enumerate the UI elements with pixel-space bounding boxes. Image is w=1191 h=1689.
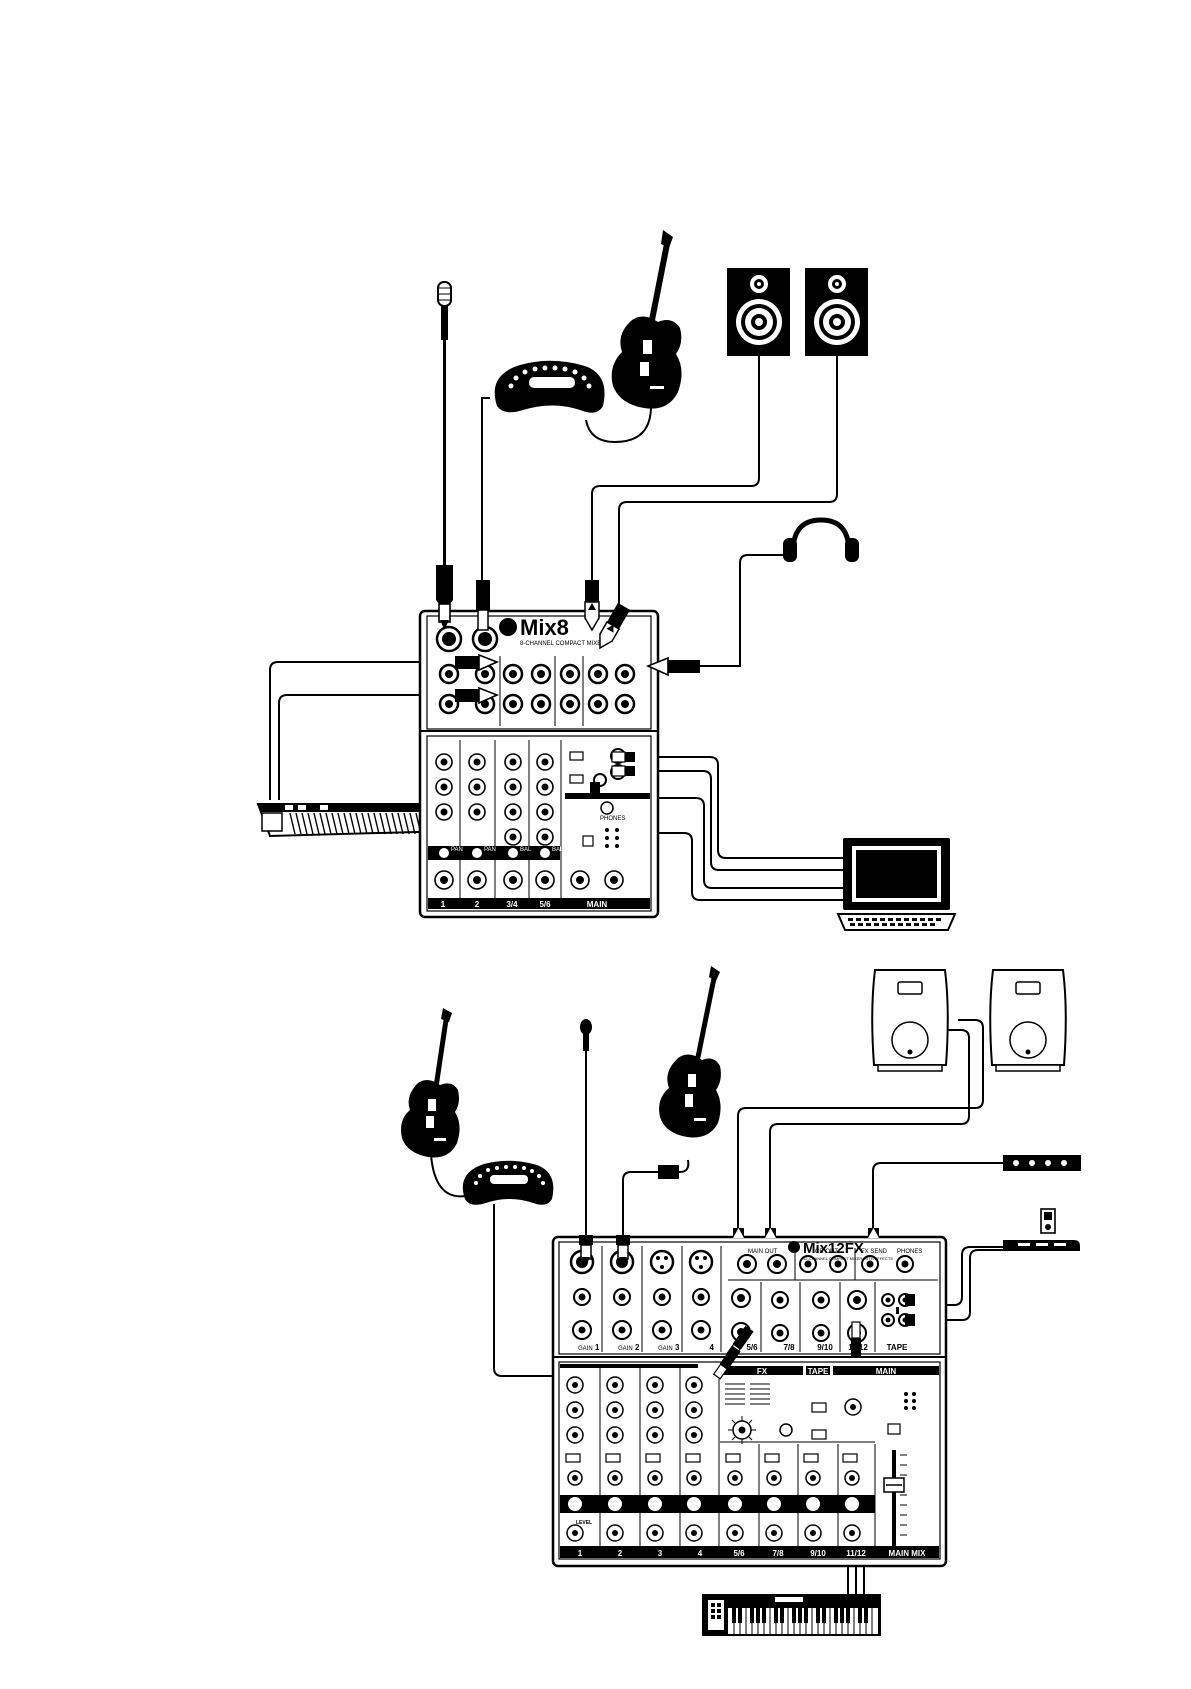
electric-guitar-icon (659, 966, 721, 1137)
gain-label: GAIN (658, 1346, 673, 1352)
mackie-logo-icon (788, 1241, 800, 1253)
fx-send-label: FX SEND (861, 1249, 888, 1255)
knob-label: BAL (520, 847, 532, 853)
channel-label: 2 (618, 1549, 623, 1558)
mackie-logo-icon (499, 618, 517, 636)
channel-label: 9/10 (817, 1343, 833, 1352)
channel-label: 3 (658, 1549, 663, 1558)
channel-label: 1 (595, 1343, 600, 1352)
channel-label: 4 (698, 1549, 703, 1558)
pa-speaker-icon (990, 970, 1066, 1071)
channel-label: 9/10 (810, 1549, 826, 1558)
cr-out-label: CR OUT (815, 1249, 838, 1255)
mixer-brand: Mix8 (520, 615, 569, 640)
gain-label: GAIN (618, 1346, 633, 1352)
effects-pedal-icon (495, 361, 605, 413)
channel-label: 7/8 (772, 1549, 784, 1558)
mp3-player-icon (1003, 1209, 1080, 1251)
mixer-mix12fx: Mix12FX 12-CHANNEL COMPACT MIXER WITH EF… (553, 1237, 946, 1566)
channel-label: 5/6 (733, 1549, 745, 1558)
headphones-icon (783, 520, 859, 562)
channel-label: 2 (635, 1343, 640, 1352)
main-out-label: MAIN OUT (748, 1249, 778, 1255)
channel-label: 11/12 (846, 1549, 866, 1558)
midi-keyboard-icon (702, 1594, 881, 1636)
laptop-icon (838, 838, 955, 930)
tape-section-label: TAPE (808, 1367, 829, 1376)
electric-guitar-icon (612, 230, 682, 409)
channel-label: 7/8 (783, 1343, 795, 1352)
level-label: LEVEL (576, 1520, 592, 1526)
fx-section-label: FX (757, 1367, 768, 1376)
pa-speaker-icon (872, 970, 948, 1071)
phones-label: PHONES (897, 1249, 922, 1255)
main-section-label: MAIN (876, 1367, 897, 1376)
knob-label: PAN (451, 847, 463, 853)
channel-label: 1 (441, 900, 446, 909)
mixer-tagline: 12-CHANNEL COMPACT MIXER WITH EFFECTS (803, 1256, 893, 1261)
studio-monitor-icon (805, 268, 868, 356)
knob-label: PAN (484, 847, 496, 853)
main-mix-label: MAIN MIX (889, 1549, 927, 1558)
electric-guitar-icon (401, 1008, 460, 1157)
channel-label: 3 (675, 1343, 680, 1352)
channel-label: 2 (475, 900, 480, 909)
studio-monitor-icon (727, 268, 790, 356)
channel-label: 3/4 (506, 900, 518, 909)
microphone-icon (438, 282, 451, 565)
channel-label: 5/6 (746, 1343, 758, 1352)
tape-label: TAPE (887, 1343, 908, 1352)
audio-device-icon (1003, 1155, 1081, 1171)
knob-label: BAL (552, 847, 564, 853)
effects-pedal-icon (463, 1161, 554, 1205)
channel-label: 1 (578, 1549, 583, 1558)
channel-label: 4 (710, 1343, 715, 1352)
gain-label: GAIN (578, 1346, 593, 1352)
microphone-icon (580, 1019, 592, 1235)
channel-label: MAIN (587, 900, 608, 909)
mixer-tagline: 8-CHANNEL COMPACT MIXER (520, 641, 606, 647)
channel-label: 5/6 (539, 900, 551, 909)
phones-label: PHONES (600, 816, 625, 822)
